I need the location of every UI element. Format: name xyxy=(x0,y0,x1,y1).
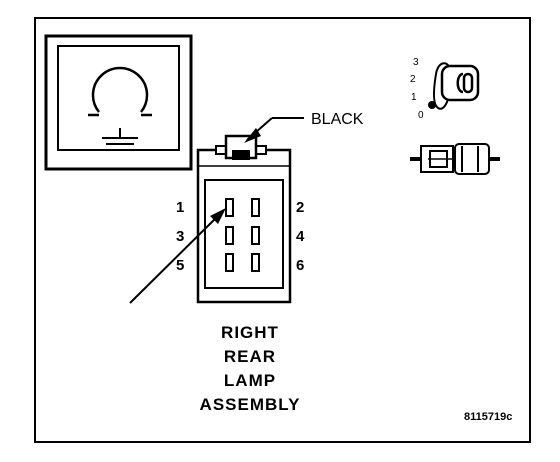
pin-label-6: 6 xyxy=(296,257,304,274)
diagram-frame xyxy=(34,17,531,443)
key-position-1: 1 xyxy=(411,92,417,103)
figure-id: 8115719c xyxy=(464,411,512,423)
title-line-2: REAR xyxy=(224,347,276,366)
pin-label-3: 3 xyxy=(176,228,184,245)
pin-label-5: 5 xyxy=(176,257,184,274)
lamp-connector xyxy=(196,134,292,304)
pin-label-2: 2 xyxy=(296,199,304,216)
connector-icon xyxy=(410,143,500,175)
title-line-4: ASSEMBLY xyxy=(200,395,301,414)
title-line-3: LAMP xyxy=(224,371,276,390)
ground-meter-icon xyxy=(44,34,193,171)
pin-label-4: 4 xyxy=(296,228,305,245)
key-position-2: 2 xyxy=(410,74,416,85)
key-position-3: 3 xyxy=(413,57,419,68)
pin-cavities xyxy=(225,198,260,272)
pin-label-1: 1 xyxy=(176,199,184,216)
wire-color-callout: BLACK xyxy=(244,111,364,143)
pin-1-pointer-arrow xyxy=(129,208,226,304)
ignition-key-icon: 3 2 1 0 xyxy=(410,57,480,121)
title-line-1: RIGHT xyxy=(221,323,279,342)
key-position-0: 0 xyxy=(418,110,424,121)
wire-color-label: BLACK xyxy=(311,111,364,128)
